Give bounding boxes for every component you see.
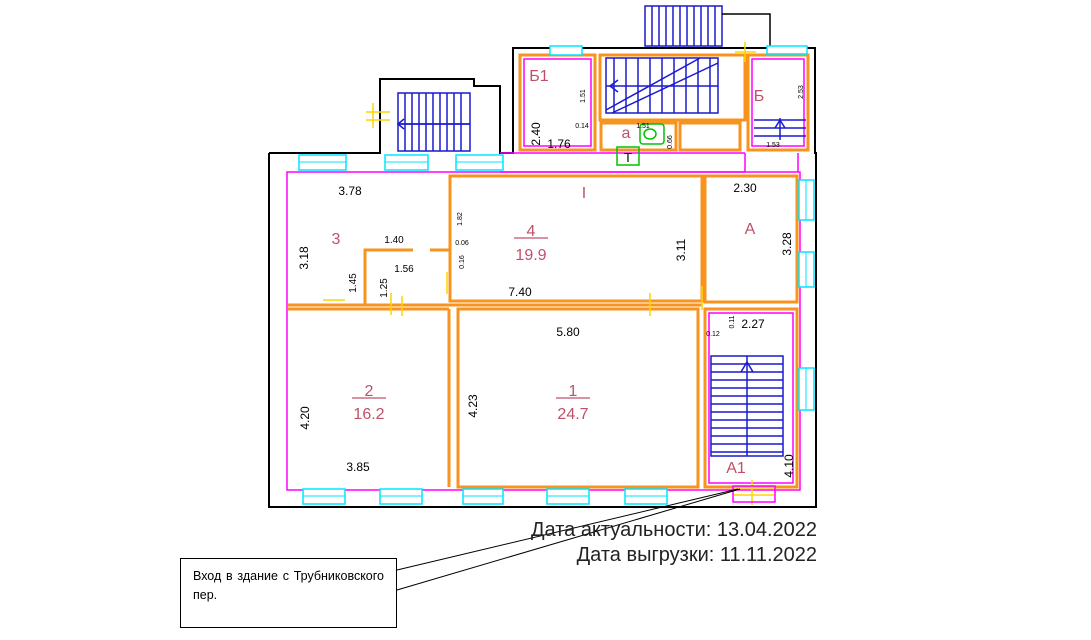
room-a-label: А <box>745 221 756 238</box>
toilet-symbol-label: Т <box>624 150 632 165</box>
section-marker: I <box>582 185 586 202</box>
partitions <box>288 53 810 489</box>
room-1-area: 24.7 <box>557 406 588 423</box>
room-4-area: 19.9 <box>515 247 546 264</box>
relevance-date: Дата актуальности: 13.04.2022 <box>531 519 817 541</box>
dim-156: 1.56 <box>394 264 414 275</box>
axis-marks <box>323 42 775 505</box>
room-3-number: 3 <box>332 231 341 248</box>
dim-140: 1.40 <box>384 235 404 246</box>
room-outlines <box>286 58 805 491</box>
dim-740: 7.40 <box>508 285 532 299</box>
dim-151: 1.51 <box>580 89 587 103</box>
dim-311: 3.11 <box>674 238 688 261</box>
dim-011: 0.11 <box>729 315 736 328</box>
room-2-number: 2 <box>365 383 374 400</box>
dim-016: 0.16 <box>459 255 466 269</box>
room-1-number: 1 <box>569 383 578 400</box>
dim-230: 2.30 <box>733 181 757 195</box>
dim-066: 0.66 <box>667 135 674 149</box>
entrance-marker <box>732 485 776 503</box>
room-b-label: Б <box>754 88 765 105</box>
sanitary-fixtures <box>616 123 665 166</box>
dim-145: 1.45 <box>348 273 359 293</box>
dim-385: 3.85 <box>346 460 370 474</box>
entrance-callout-text: Вход в здание с Трубниковского пер. <box>193 569 384 602</box>
dim-580: 5.80 <box>556 325 580 339</box>
room-b1-label: Б1 <box>529 68 549 85</box>
export-date: Дата выгрузки: 11.11.2022 <box>577 544 817 566</box>
left-top-stair <box>366 92 471 152</box>
room-4-number: 4 <box>527 223 536 240</box>
stair-a1 <box>710 355 784 457</box>
dim-240: 2.40 <box>529 122 543 146</box>
dim-253: 2.53 <box>798 85 805 99</box>
dim-423: 4.23 <box>466 394 480 418</box>
entrance-callout: Вход в здание с Трубниковского пер. <box>180 558 397 628</box>
dim-318: 3.18 <box>297 246 311 270</box>
dim-006: 0.06 <box>455 240 469 247</box>
dimensions: 3.78 3.18 1.40 1.82 0.06 0.16 1.56 1.45 … <box>297 85 805 478</box>
dim-012: 0.12 <box>706 331 720 338</box>
dim-176: 1.76 <box>547 137 571 151</box>
top-stair <box>644 5 771 48</box>
room-a1-label: А1 <box>726 460 746 477</box>
dim-420: 4.20 <box>298 406 312 430</box>
callout-leader <box>396 488 741 591</box>
dim-151b: 1.51 <box>636 123 650 130</box>
stair-top-room <box>605 57 719 114</box>
dim-410: 4.10 <box>782 454 796 478</box>
room-2-area: 16.2 <box>353 406 384 423</box>
window-lines <box>299 161 807 497</box>
dim-125: 1.25 <box>379 278 390 298</box>
room-labels: 1 24.7 2 16.2 3 4 19.9 А А1 Б Б1 а I <box>332 68 765 477</box>
dim-227: 2.27 <box>741 317 765 331</box>
dim-153: 1.53 <box>766 142 780 149</box>
stair-b-room <box>754 118 806 140</box>
dim-378: 3.78 <box>338 184 362 198</box>
dim-182: 1.82 <box>457 212 464 226</box>
room-a-small-label: а <box>622 125 631 142</box>
dim-328: 3.28 <box>780 232 794 256</box>
dim-014: 0.14 <box>575 123 589 130</box>
